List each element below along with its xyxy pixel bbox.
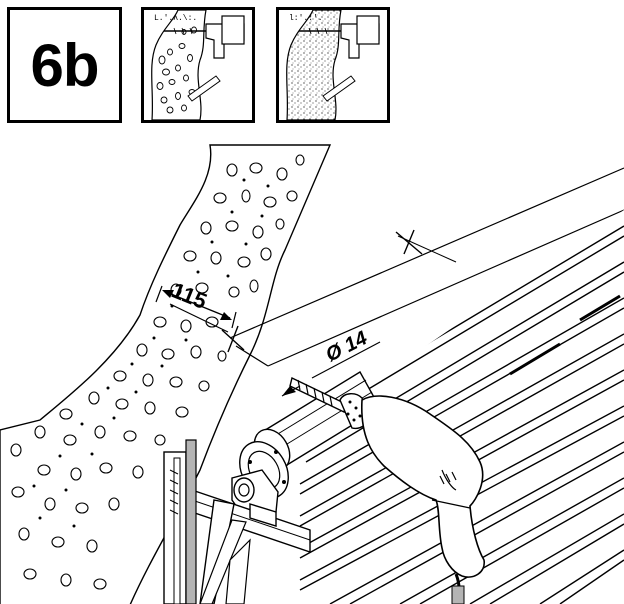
step-number: 6b (30, 31, 99, 99)
guide-rail (163, 439, 197, 604)
reference-plane (229, 167, 624, 367)
drill-bit (289, 376, 347, 414)
stone-wall-drill-thumbnail: L.'.ʌ.\:. (141, 7, 255, 123)
svg-text:L.'.ʌ.\:.: L.'.ʌ.\:. (154, 14, 197, 23)
step-number-box: 6b (7, 7, 122, 123)
drill-mark-icon (221, 229, 423, 353)
svg-text:l:'.:'.: l:'.:'. (289, 14, 323, 23)
drill-icon (339, 393, 485, 604)
diameter-label: Ø 14 (322, 327, 371, 366)
rubble-wall (0, 144, 332, 604)
drill-into-stone-wall-icon: L.'.ʌ.\:. (151, 10, 245, 120)
mounting-bracket (185, 469, 311, 604)
drill-into-concrete-wall-icon: l:'.:'. (286, 10, 380, 120)
wall-section (0, 144, 332, 604)
stone-dots (32, 178, 270, 528)
concrete-wall-drill-thumbnail: l:'.:'. (276, 7, 390, 123)
stone-pattern (10, 154, 305, 590)
